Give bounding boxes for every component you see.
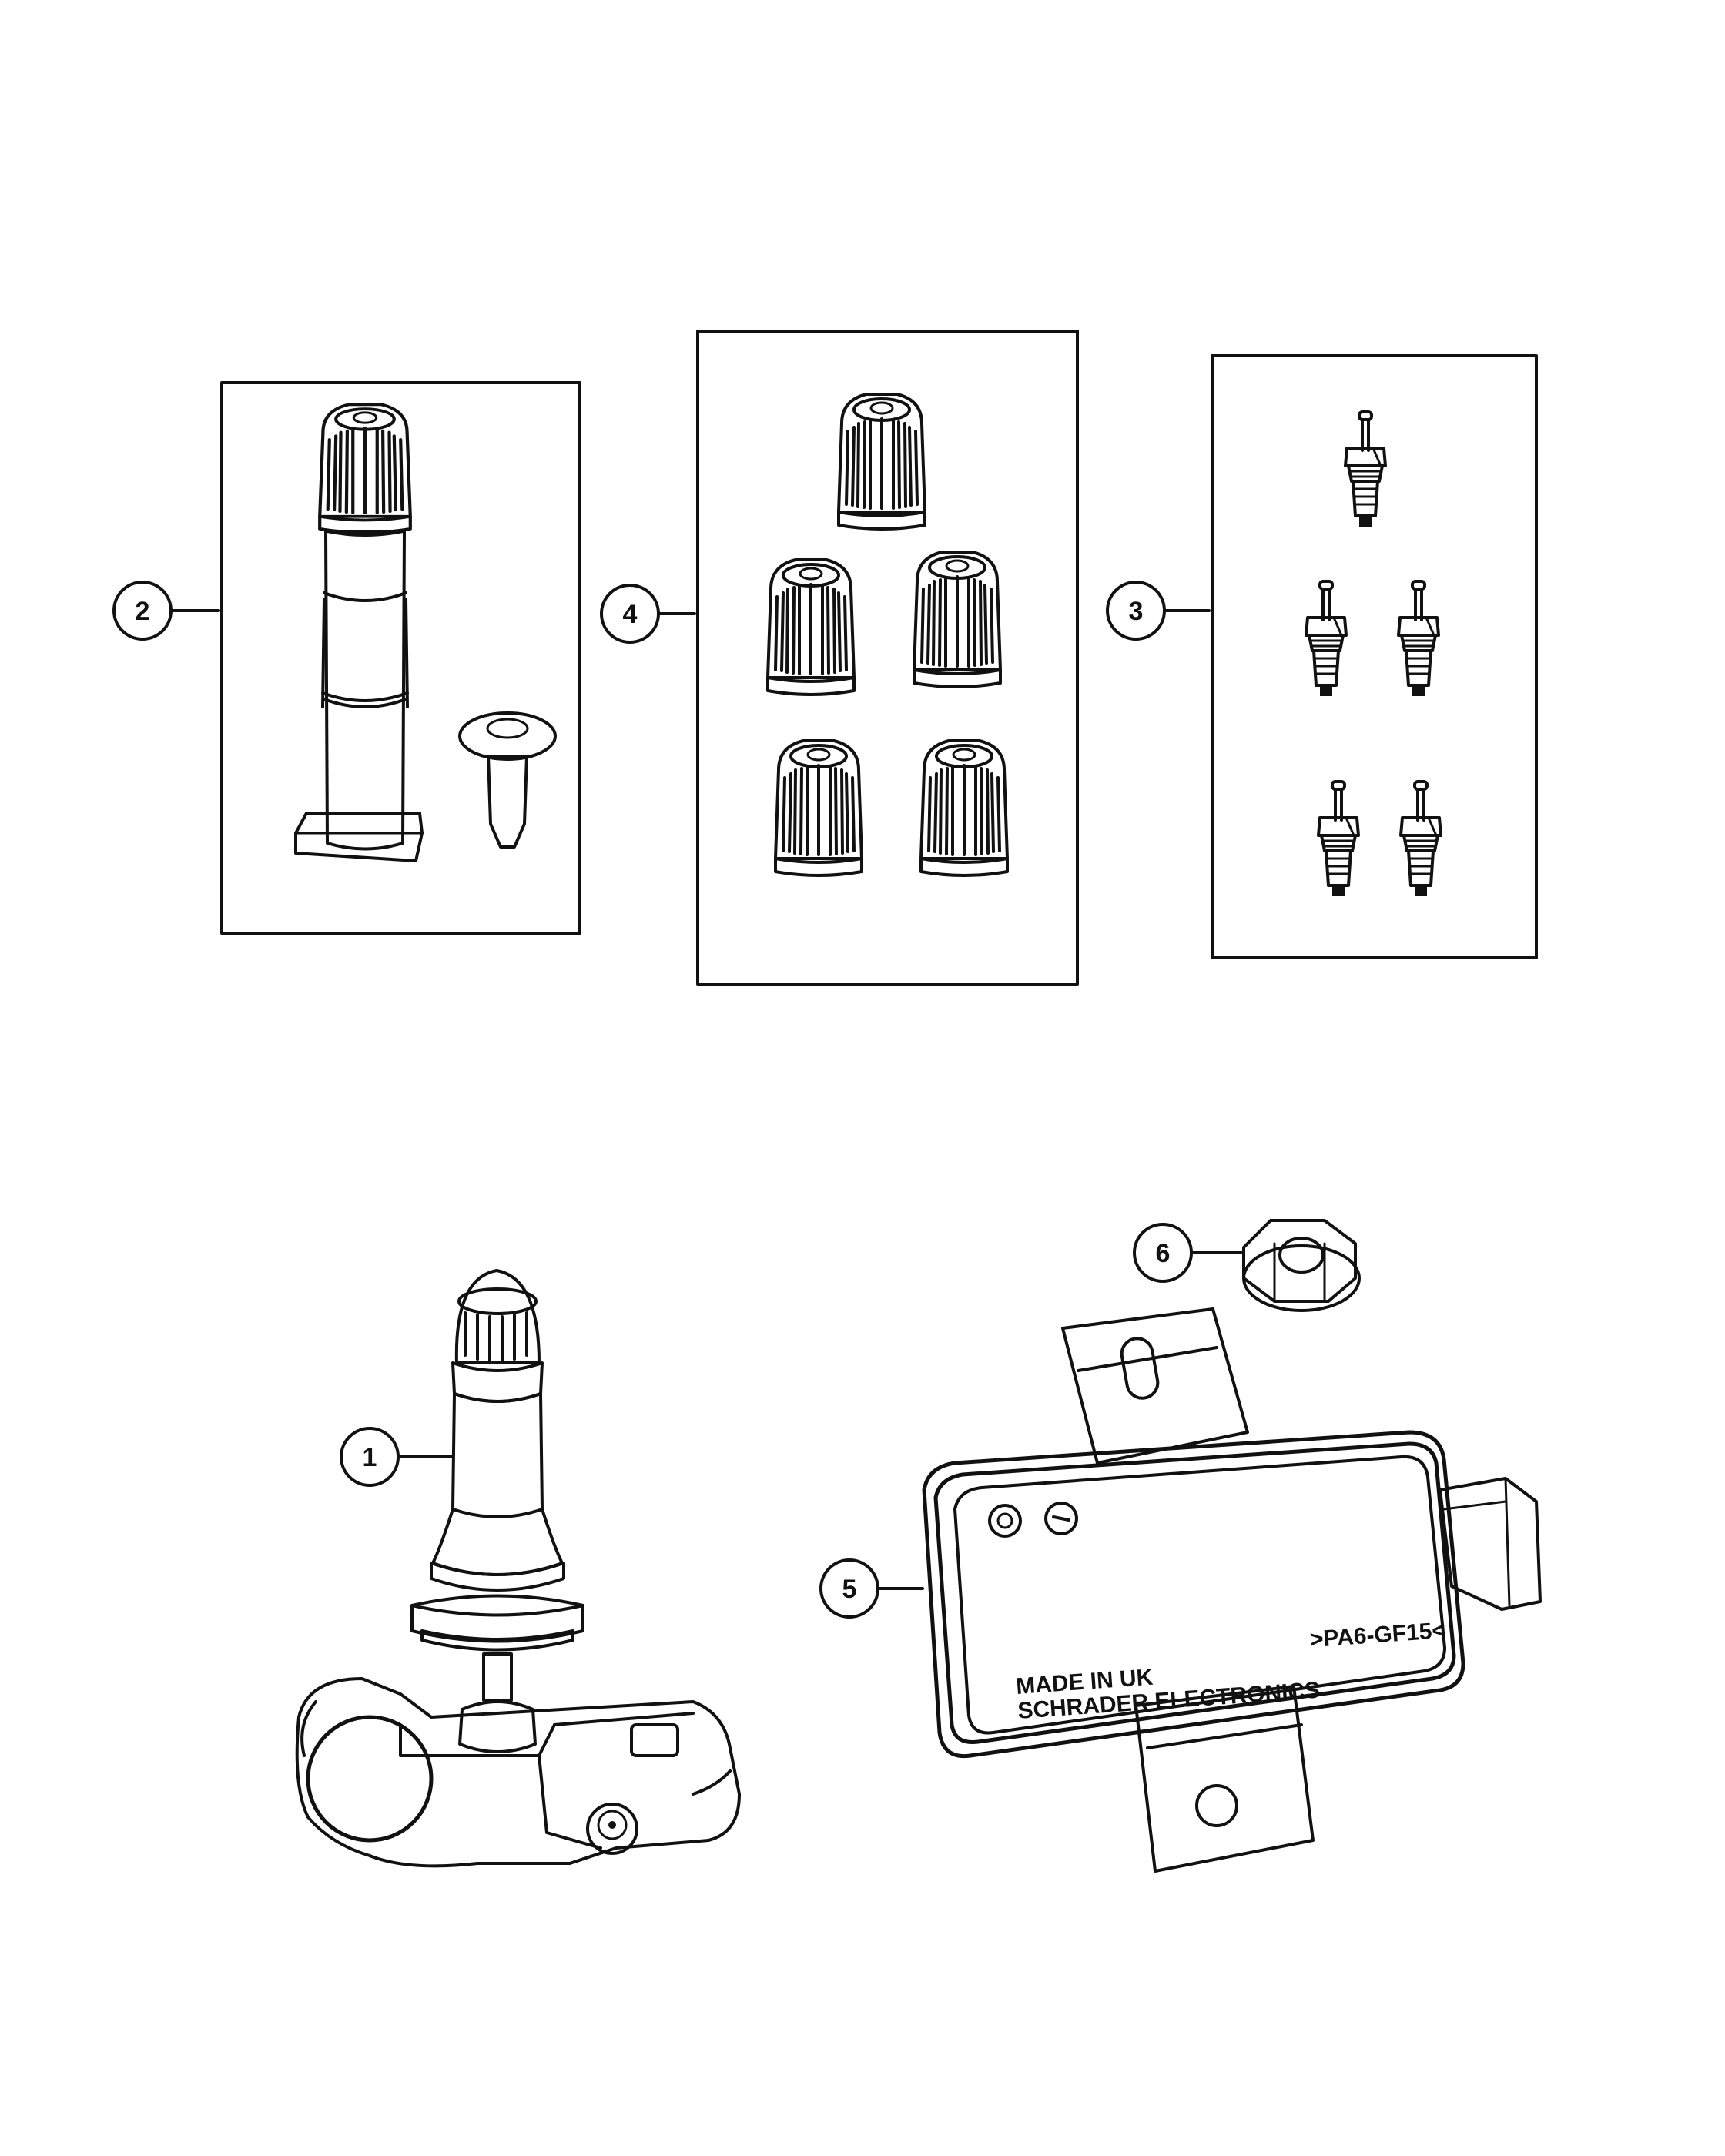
callout-4-circle — [600, 584, 660, 644]
callout-1: 1 — [363, 1443, 377, 1472]
callout-3-circle — [1106, 581, 1166, 641]
valve-core — [1399, 780, 1442, 898]
callout-1-circle — [340, 1427, 400, 1487]
flange-nut — [1242, 1219, 1361, 1312]
callout-2: 2 — [136, 597, 150, 626]
valve-stem-kit-box — [220, 381, 581, 935]
valve-core — [1317, 780, 1360, 898]
valve-cap — [766, 558, 856, 696]
valve-core — [1397, 580, 1440, 698]
callout-2-circle — [112, 581, 172, 641]
valve-core-kit-box — [1211, 354, 1538, 959]
valve-cap — [774, 739, 863, 877]
valve-core — [1305, 580, 1348, 698]
module-material-label: >PA6-GF15< — [1309, 1618, 1446, 1652]
callout-4: 4 — [623, 600, 638, 629]
callout-6: 6 — [1156, 1239, 1171, 1268]
tpms-receiver-module: MADE IN UK SCHRADER ELECTRONICS >PA6-GF1… — [922, 1307, 1542, 1873]
valve-cap — [837, 393, 926, 531]
valve-core — [1344, 410, 1387, 528]
callout-6-circle — [1133, 1223, 1193, 1283]
valve-cap-kit-box — [696, 330, 1079, 986]
callout-5-circle — [819, 1558, 879, 1619]
callout-5: 5 — [842, 1575, 857, 1604]
callout-3: 3 — [1129, 597, 1144, 626]
valve-cap — [913, 551, 1002, 688]
tpms-sensor — [295, 1269, 741, 1868]
valve-cap — [919, 739, 1009, 877]
